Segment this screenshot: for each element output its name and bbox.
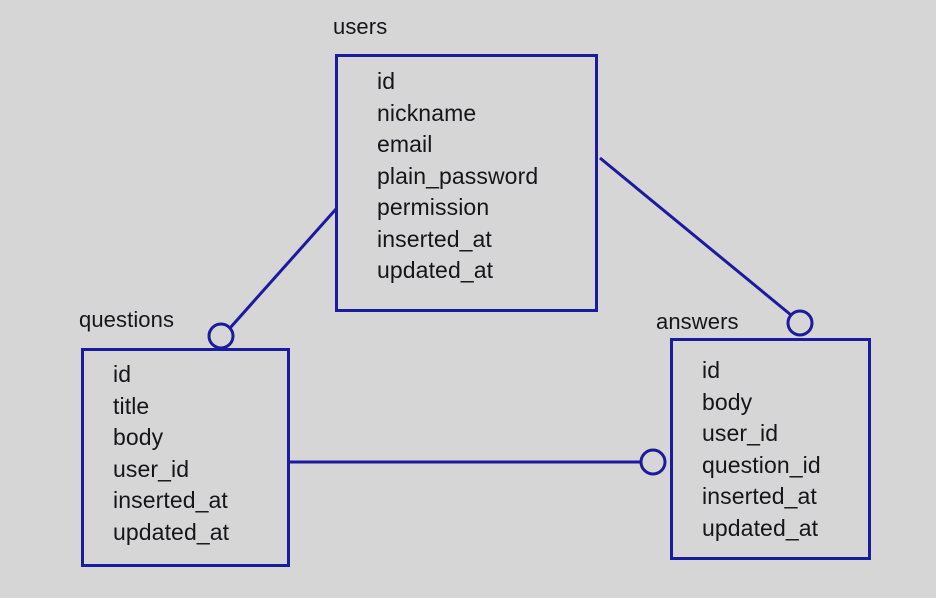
field-answers-inserted-at: inserted_at [702, 483, 817, 509]
field-answers-user-id: user_id [702, 420, 779, 446]
cardinality-circle-answers-left [639, 448, 667, 476]
relationship-questions-answers[interactable] [290, 448, 667, 476]
cardinality-circle-answers-top [786, 309, 814, 337]
field-list-users: id nickname email plain_password permiss… [377, 66, 538, 287]
relationship-users-answers[interactable] [599, 156, 814, 337]
field-answers-updated-at: updated_at [702, 514, 819, 541]
field-questions-user-id: user_id [113, 455, 190, 482]
field-questions-body: body [113, 424, 164, 450]
field-list-answers: id body user_id question_id inserted_at … [702, 355, 821, 544]
entity-box-questions[interactable] [81, 348, 290, 567]
relationship-line-users-questions [228, 208, 338, 329]
entity-title-questions: questions [79, 307, 175, 332]
entity-box-answers[interactable] [670, 338, 871, 560]
field-questions-inserted-at: inserted_at [113, 487, 228, 513]
field-users-inserted-at: inserted_at [377, 225, 492, 252]
field-answers-id: id [702, 357, 721, 383]
field-answers-body: body [702, 388, 753, 415]
field-questions-updated-at: updated_at [113, 518, 230, 545]
entity-title-users: users [333, 14, 388, 39]
field-users-email: email [377, 131, 433, 157]
field-users-permission: permission [377, 194, 490, 220]
field-users-id: id [377, 68, 396, 94]
field-list-questions: id title body user_id inserted_at update… [113, 359, 229, 548]
field-users-plain-password: plain_password [377, 162, 539, 189]
field-users-nickname: nickname [377, 99, 477, 126]
field-users-updated-at: updated_at [377, 257, 494, 283]
relationship-line-users-answers [599, 156, 792, 317]
entity-box-users[interactable] [335, 54, 598, 312]
entity-title-answers: answers [656, 309, 739, 334]
field-questions-title: title [113, 392, 150, 419]
field-answers-question-id: question_id [702, 451, 821, 478]
field-questions-id: id [113, 361, 132, 387]
